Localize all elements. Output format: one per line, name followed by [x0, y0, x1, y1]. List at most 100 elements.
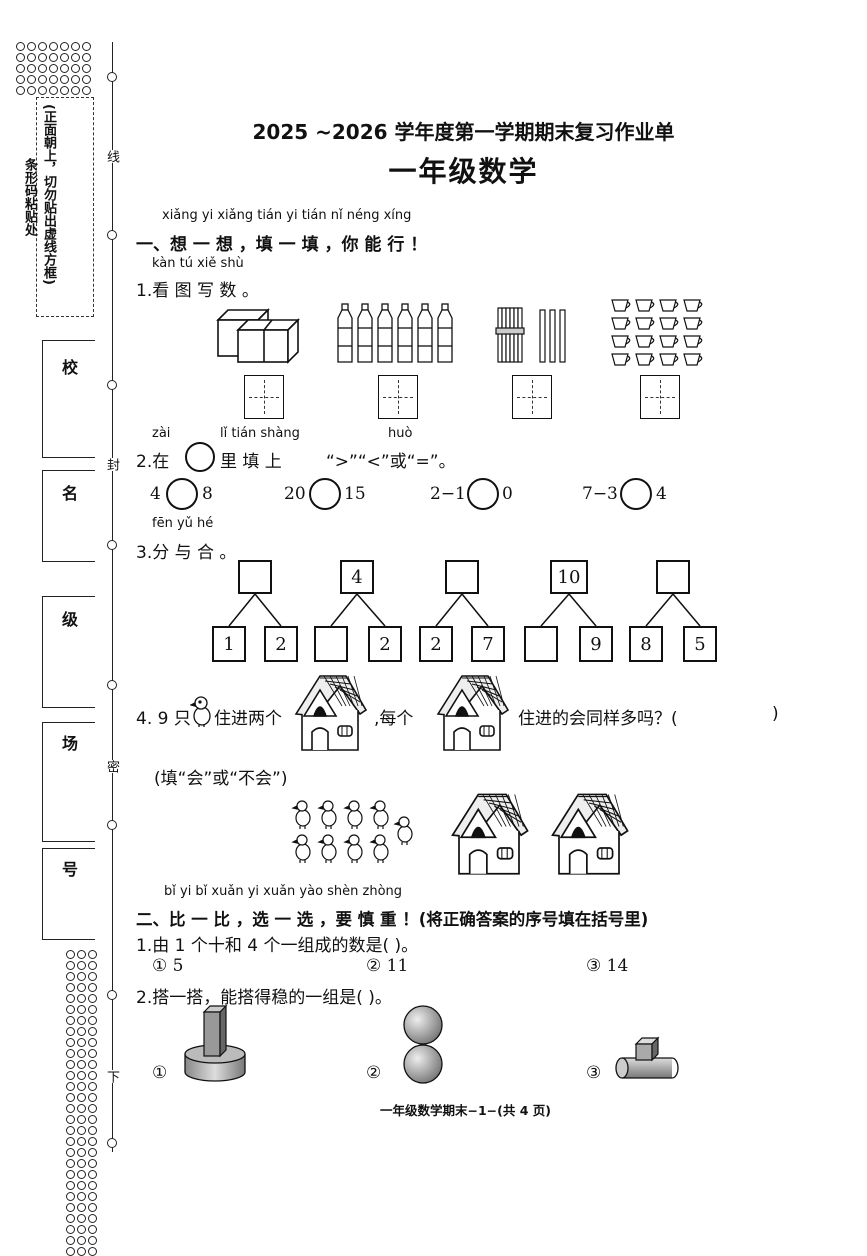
q2-label-b: 里 填 上 — [220, 452, 282, 472]
q3-g3-top[interactable] — [445, 560, 479, 594]
q2-item2-left: 20 — [284, 484, 306, 504]
sticks-image — [495, 307, 566, 363]
cut-line-marker — [107, 820, 117, 830]
q2-pinyin-a: zài — [152, 426, 171, 441]
q2-pinyin-c: huò — [388, 426, 413, 441]
q1-answer-box-bottles[interactable] — [378, 375, 418, 419]
field-seat-box[interactable] — [42, 848, 95, 940]
cut-line-marker — [107, 540, 117, 550]
subject-title: 一年级数学 — [388, 155, 539, 188]
s2-q1-option-3[interactable]: ③ 14 — [586, 956, 629, 976]
q3-g4-top: 10 — [550, 560, 588, 594]
cubes-image — [216, 308, 300, 364]
s2-q2-option-2[interactable]: ② — [366, 1063, 382, 1083]
section1-pinyin: xiǎng yi xiǎng tián yi tián nǐ néng xíng — [162, 208, 412, 223]
field-name-label: 名 — [62, 484, 79, 503]
s2-q1-option-1[interactable]: ① 5 — [152, 956, 184, 976]
q4-hint: (填“会”或“不会”) — [154, 769, 288, 789]
q3-g1-top[interactable] — [238, 560, 272, 594]
cube-on-cylinder-image — [615, 1036, 679, 1079]
q2-item3-right: 0 — [502, 484, 513, 504]
section2-pinyin: bǐ yi bǐ xuǎn yi xuǎn yào shèn zhòng — [164, 884, 403, 899]
s2-q2-option-3[interactable]: ③ — [586, 1063, 602, 1083]
q2-item2-answer[interactable] — [309, 478, 341, 510]
cut-line-marker — [107, 990, 117, 1000]
barcode-area — [36, 97, 94, 317]
q4-part-a: 4. 9 只 — [136, 709, 191, 729]
q3-g2-top: 4 — [340, 560, 374, 594]
q3-g4-left[interactable] — [524, 626, 558, 662]
q3-pinyin: fēn yǔ hé — [152, 516, 214, 531]
house-icon — [290, 670, 370, 758]
bottles-image — [337, 303, 453, 363]
q2-label-c: “>”“<”或“=”。 — [326, 452, 456, 472]
cut-line-marker — [107, 72, 117, 82]
q2-item3-answer[interactable] — [467, 478, 499, 510]
q3-g3-left: 2 — [419, 626, 453, 662]
q3-connector-lines — [228, 593, 701, 627]
cut-line — [112, 42, 113, 1152]
q2-example-circle — [185, 442, 215, 472]
q1-answer-box-cups[interactable] — [640, 375, 680, 419]
field-room-label: 场 — [62, 734, 79, 753]
seal-char: 下 — [102, 1070, 121, 1083]
q3-g2-right: 2 — [368, 626, 402, 662]
field-name-box[interactable] — [42, 470, 95, 562]
q4-part-b: 住进两个 — [214, 709, 282, 729]
q2-item4-right: 4 — [656, 484, 667, 504]
seal-char: 密 — [102, 760, 121, 773]
dot-pattern-top — [16, 42, 91, 95]
house-icon — [446, 788, 532, 882]
q3-g3-right: 7 — [471, 626, 505, 662]
q1-pinyin: kàn tú xiě shù — [152, 256, 244, 271]
q2-item4-left: 7−3 — [582, 484, 618, 504]
section1-heading: 一、想 一 想 ，填 一 填 ，你 能 行 ！ — [136, 235, 428, 255]
s2-q1-option-2[interactable]: ② 11 — [366, 956, 409, 976]
field-school-label: 校 — [62, 358, 79, 377]
q3-g2-left[interactable] — [314, 626, 348, 662]
q3-g4-right: 9 — [579, 626, 613, 662]
q2-label-a: 2.在 — [136, 452, 170, 472]
two-balls-stack-image — [403, 1005, 443, 1084]
q2-item1-right: 8 — [202, 484, 213, 504]
s2-q2-label: 2.搭一搭，能搭得稳的一组是( )。 — [136, 988, 392, 1008]
section2-heading: 二、比 一 比 ，选 一 选 ，要 慎 重 ！(将正确答案的序号填在括号里) — [136, 910, 649, 929]
cylinder-cuboid-stack-image — [184, 1004, 246, 1082]
q2-pinyin-b: lǐ tián shàng — [220, 426, 300, 441]
q1-answer-box-sticks[interactable] — [512, 375, 552, 419]
q4-part-c: ,每个 — [374, 709, 414, 729]
cups-image — [611, 299, 703, 366]
q4-close-paren: ) — [772, 704, 779, 724]
house-icon — [432, 670, 512, 758]
q3-g5-right: 5 — [683, 626, 717, 662]
field-class-box[interactable] — [42, 596, 95, 708]
q2-item1-left: 4 — [150, 484, 161, 504]
cut-line-marker — [107, 680, 117, 690]
field-room-box[interactable] — [42, 722, 95, 842]
field-school-box[interactable] — [42, 340, 95, 458]
q1-label: 1.看 图 写 数 。 — [136, 281, 259, 301]
dot-pattern-bottom — [66, 950, 97, 1256]
page-title: 2025 ~2026 学年度第一学期期末复习作业单 — [252, 120, 675, 144]
q3-g5-left: 8 — [629, 626, 663, 662]
q2-item2-right: 15 — [344, 484, 366, 504]
barcode-label: 条形码粘贴处 — [22, 158, 37, 236]
q2-item4-answer[interactable] — [620, 478, 652, 510]
q3-g5-top[interactable] — [656, 560, 690, 594]
q2-item1-answer[interactable] — [166, 478, 198, 510]
q4-answer-blank[interactable] — [690, 700, 770, 724]
q2-item3-left: 2−1 — [430, 484, 466, 504]
seal-char: 封 — [102, 458, 121, 471]
chicks-group-image — [291, 800, 413, 863]
q3-g1-left: 1 — [212, 626, 246, 662]
seal-char: 线 — [102, 150, 121, 163]
q1-answer-box-cubes[interactable] — [244, 375, 284, 419]
cut-line-marker — [107, 380, 117, 390]
cut-line-marker — [107, 1138, 117, 1148]
field-seat-label: 号 — [62, 860, 79, 879]
field-class-label: 级 — [62, 610, 79, 629]
q3-label: 3.分 与 合 。 — [136, 543, 237, 563]
page-footer: 一年级数学期末−1−(共 4 页) — [380, 1103, 551, 1118]
q3-g1-right: 2 — [264, 626, 298, 662]
s2-q2-option-1[interactable]: ① — [152, 1063, 168, 1083]
